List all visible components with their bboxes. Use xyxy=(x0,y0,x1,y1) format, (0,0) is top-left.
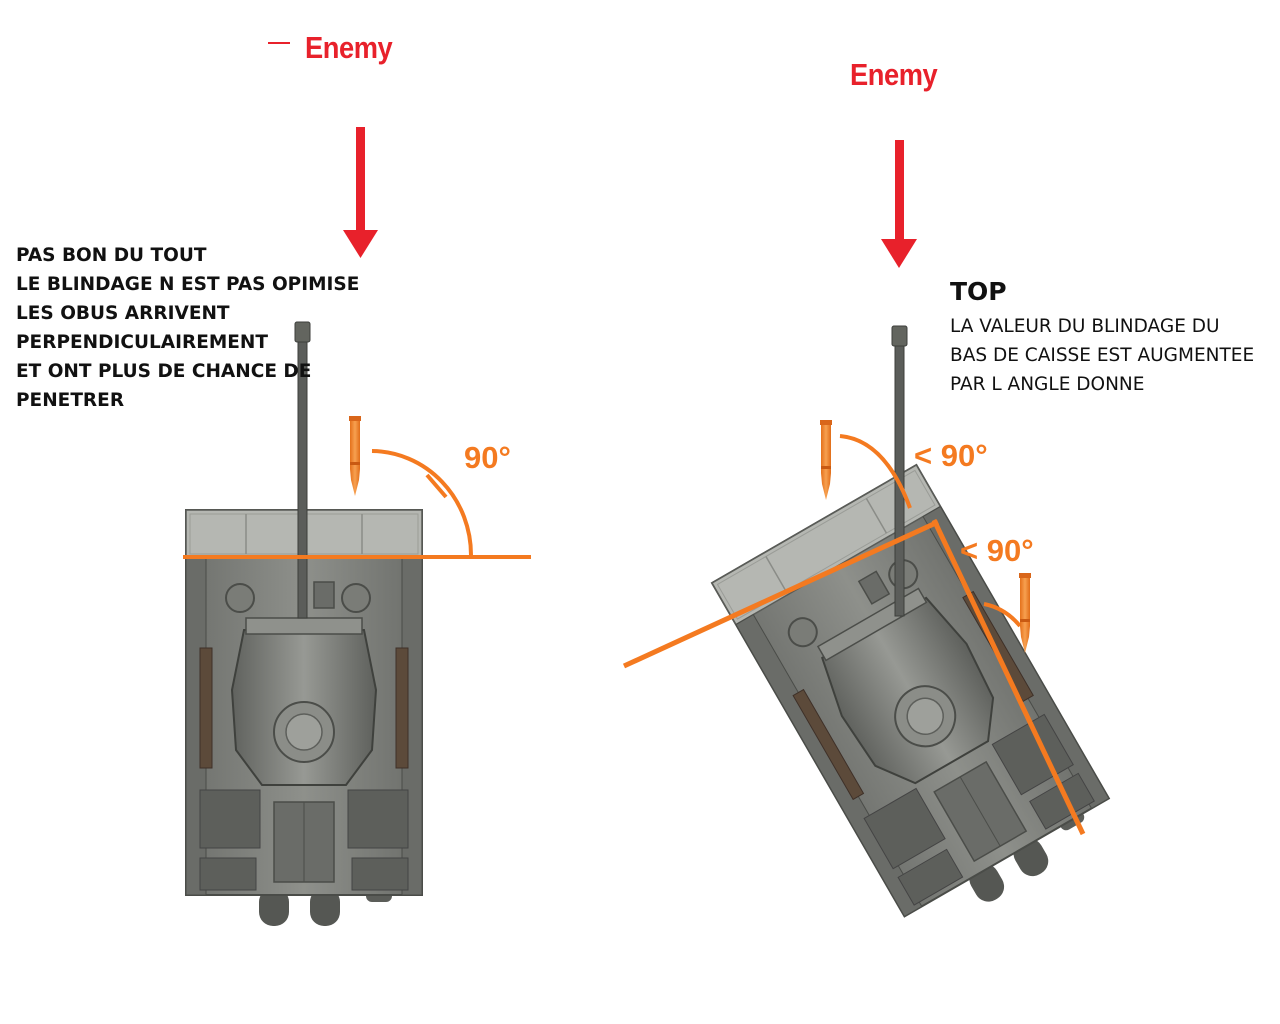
left-angle-label: 90° xyxy=(464,440,511,475)
enemy-marker-dash xyxy=(268,42,290,44)
left-note-line: LE BLINDAGE N EST PAS OPIMISE xyxy=(16,274,360,295)
left-scene xyxy=(183,42,531,927)
left-note-line: PENETRER xyxy=(16,390,125,411)
right-top-angle-label: < 90° xyxy=(914,438,988,473)
right-note: LA VALEUR DU BLINDAGE DU BAS DE CAISSE E… xyxy=(950,312,1254,399)
left-enemy-direction-arrow-icon xyxy=(343,127,378,258)
left-note-line: PERPENDICULAIREMENT xyxy=(16,332,268,353)
right-front-armor-line xyxy=(622,519,940,669)
left-note-line: ET ONT PLUS DE CHANCE DE xyxy=(16,361,312,382)
right-top-angle-arc xyxy=(839,434,912,509)
right-note-line: LA VALEUR DU BLINDAGE DU xyxy=(950,316,1220,337)
left-note: PAS BON DU TOUT LE BLINDAGE N EST PAS OP… xyxy=(16,241,359,415)
right-enemy-label: Enemy xyxy=(850,57,938,92)
left-note-line: PAS BON DU TOUT xyxy=(16,245,207,266)
right-tank-top-view-icon xyxy=(711,464,1126,945)
right-note-line: PAR L ANGLE DONNE xyxy=(950,374,1145,395)
right-side-angle-label: < 90° xyxy=(960,533,1034,568)
right-scene xyxy=(622,140,1126,945)
right-enemy-direction-arrow-icon xyxy=(881,140,917,268)
right-side-angle-arc xyxy=(983,602,1022,628)
right-shell-icon-side xyxy=(1019,573,1031,653)
right-side-armor-line xyxy=(931,518,1086,836)
left-right-angle-tick xyxy=(425,473,448,499)
right-shell-icon-top xyxy=(820,420,832,500)
left-enemy-label: Enemy xyxy=(305,30,393,65)
right-note-line: BAS DE CAISSE EST AUGMENTEE xyxy=(950,345,1255,366)
left-angle-arc xyxy=(371,449,473,556)
left-note-line: LES OBUS ARRIVENT xyxy=(16,303,230,324)
left-gun-barrel xyxy=(294,321,311,619)
left-shell-icon xyxy=(349,416,361,496)
right-heading: TOP xyxy=(950,277,1007,306)
